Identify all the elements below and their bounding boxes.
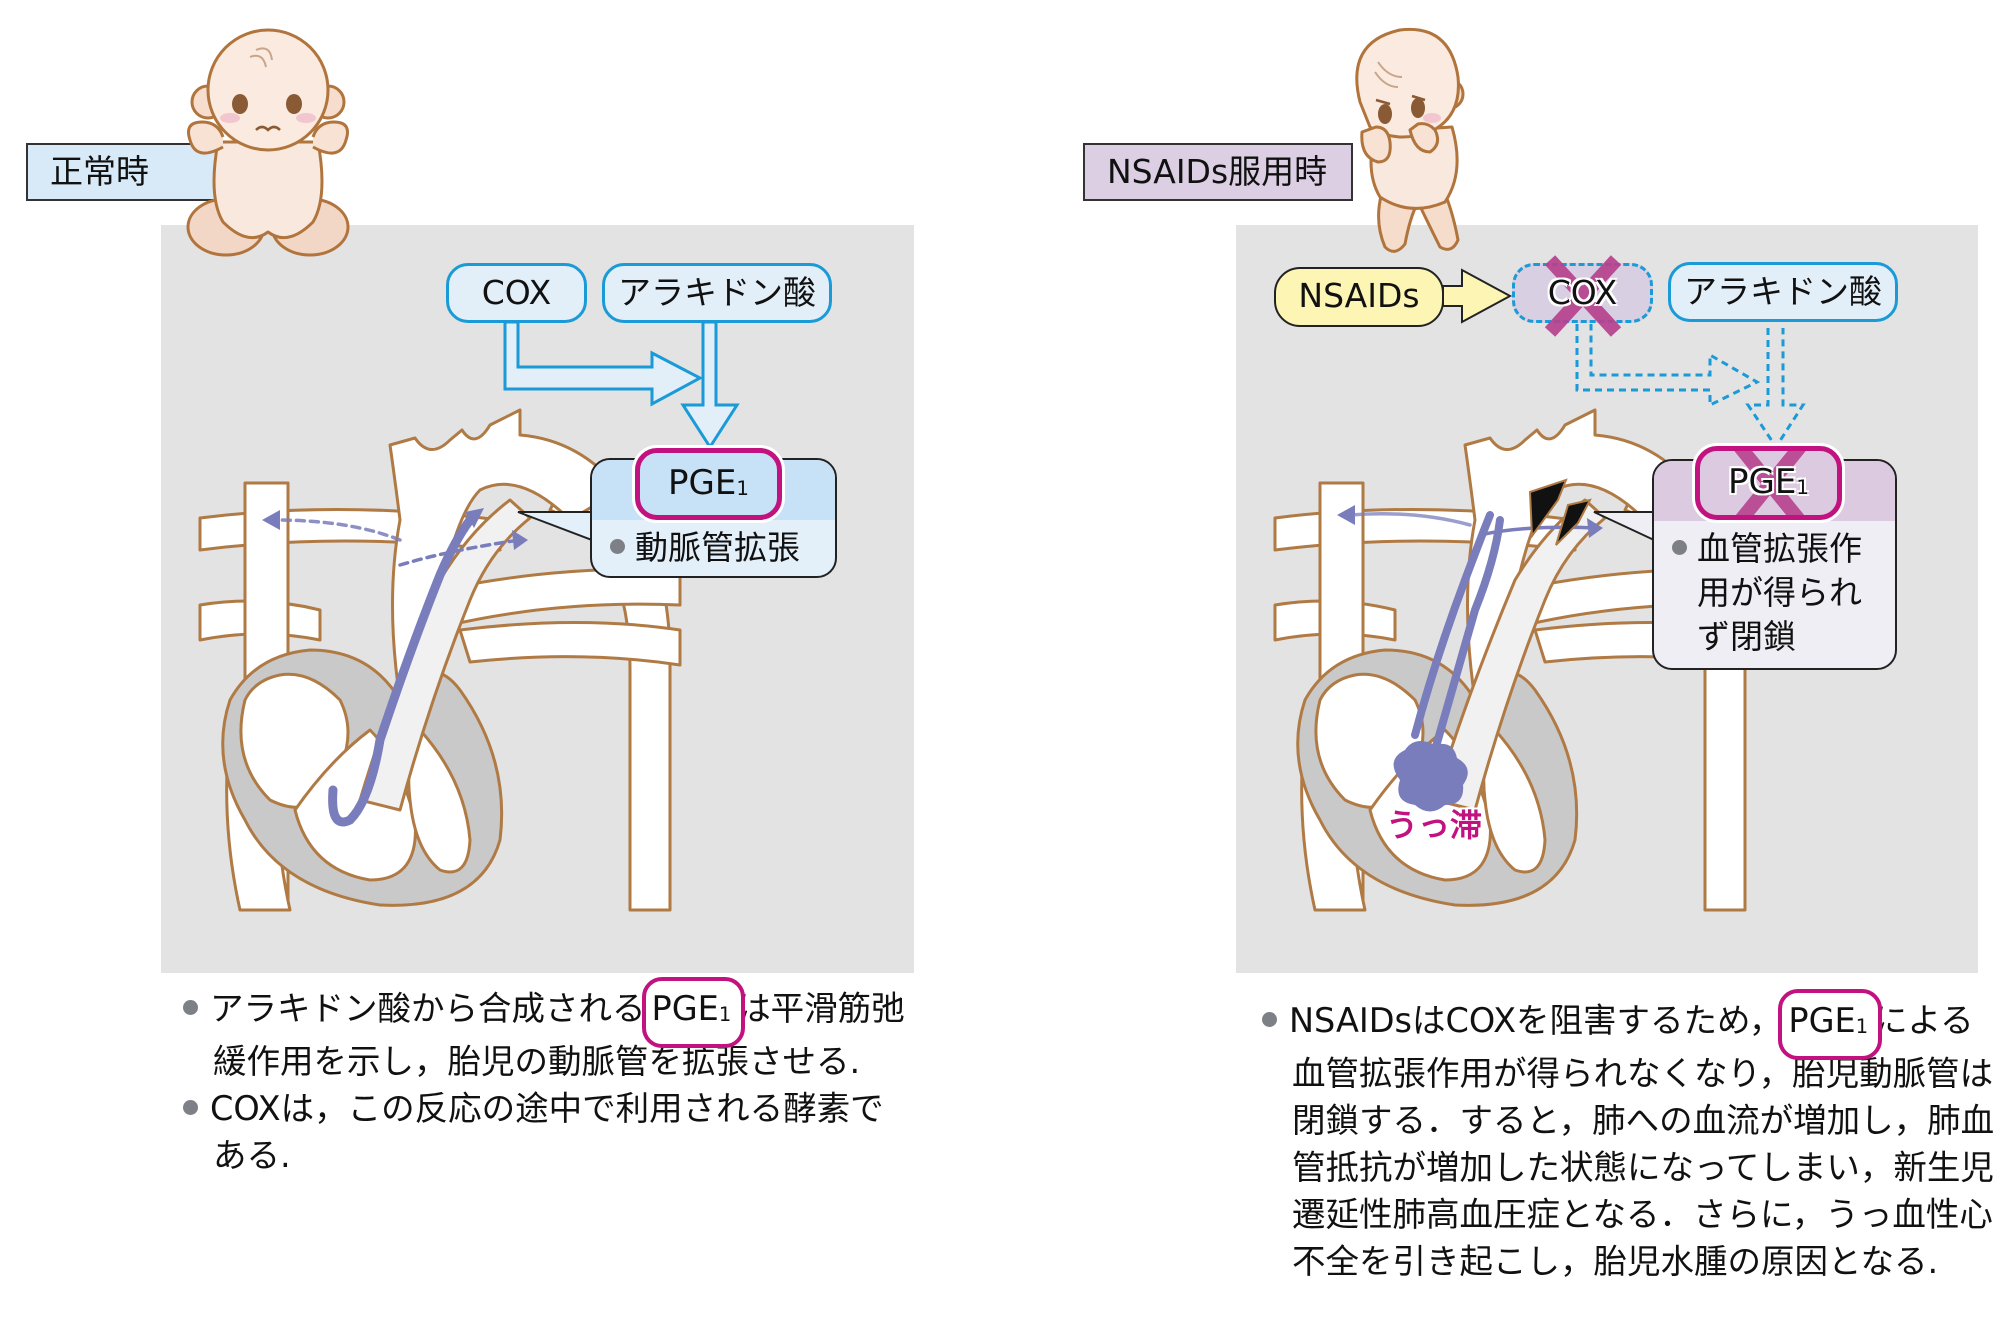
baby-sitting-icon [186,28,350,257]
normal-cox-text: COX [481,273,552,312]
nsaids-state-label: NSAIDs服用時 [1083,143,1353,201]
nsaids-arachidonic-box: アラキドン酸 [1668,262,1898,322]
flow-branch-right [398,538,522,567]
normal-state-label: 正常時 [26,143,226,201]
pge-cross-mark-icon [1734,451,1806,515]
flow-arrowhead [1337,505,1355,525]
bullet-icon [610,539,625,554]
heart-diagram-icon [1273,408,1757,912]
nsaids-callout-lines: 血管拡張作 用が得られ ず閉鎖 [1672,527,1862,659]
flow-arrowhead [465,508,484,528]
flow-arrowhead [1427,752,1443,768]
bullet-icon [1262,1012,1277,1027]
pulmonary-artery-right [438,567,682,627]
normal-note-2: COXは，この反応の途中で利用される酵素である. [183,1085,913,1179]
nsaids-arachidonic-text: アラキドン酸 [1684,272,1882,311]
normal-state-label-text: 正常時 [50,152,149,191]
flow-arrowhead [262,510,280,530]
cox-cross-mark-icon [1544,255,1622,337]
stasis-label: うっ滞 [1386,806,1483,844]
pulmonary-artery-right-lower [458,621,682,667]
nsaids-state-label-text: NSAIDs服用時 [1107,152,1328,191]
nsaids-cox-text: COX [1547,273,1618,312]
heart-diagram-icon [198,408,682,912]
pulmonary-trunk [1433,498,1607,812]
aortic-arch [388,408,622,702]
normal-arachidonic-box: アラキドン酸 [602,263,832,323]
nsaids-callout-line: 血管拡張作 [1672,527,1862,571]
flow-line [328,515,475,827]
stasis-cloud [1393,741,1468,812]
nsaids-callout-line: 用が得られ [1697,573,1862,612]
flow-arrowhead [512,530,528,550]
flow-arrowhead [1587,518,1603,538]
bullet-icon [183,1099,198,1115]
flow-branch-left [1348,512,1472,527]
normal-callout-line: 動脈管拡張 [610,526,800,570]
nsaids-callout-line: ず閉鎖 [1697,617,1796,656]
nsaids-drug-text: NSAIDs [1298,276,1420,315]
nsaids-pge-highlight: PGE1 [1695,446,1842,520]
flow-branch-left [273,518,402,542]
baby-worried-icon [1355,27,1465,253]
normal-pge-highlight: PGE1 [635,448,782,520]
nsaids-note-pge-highlight: PGE1 [1778,989,1882,1060]
nsaids-cox-box: COX [1512,255,1653,337]
arachidonic-to-pge-arrow [680,320,740,450]
nsaids-drug-box: NSAIDs [1274,267,1444,327]
cox-to-pge-arrow [503,320,704,407]
flow-line-down [1431,516,1504,754]
bullet-icon [183,1000,198,1015]
bullet-icon [1672,540,1687,555]
normal-arachidonic-text: アラキドン酸 [618,273,816,312]
